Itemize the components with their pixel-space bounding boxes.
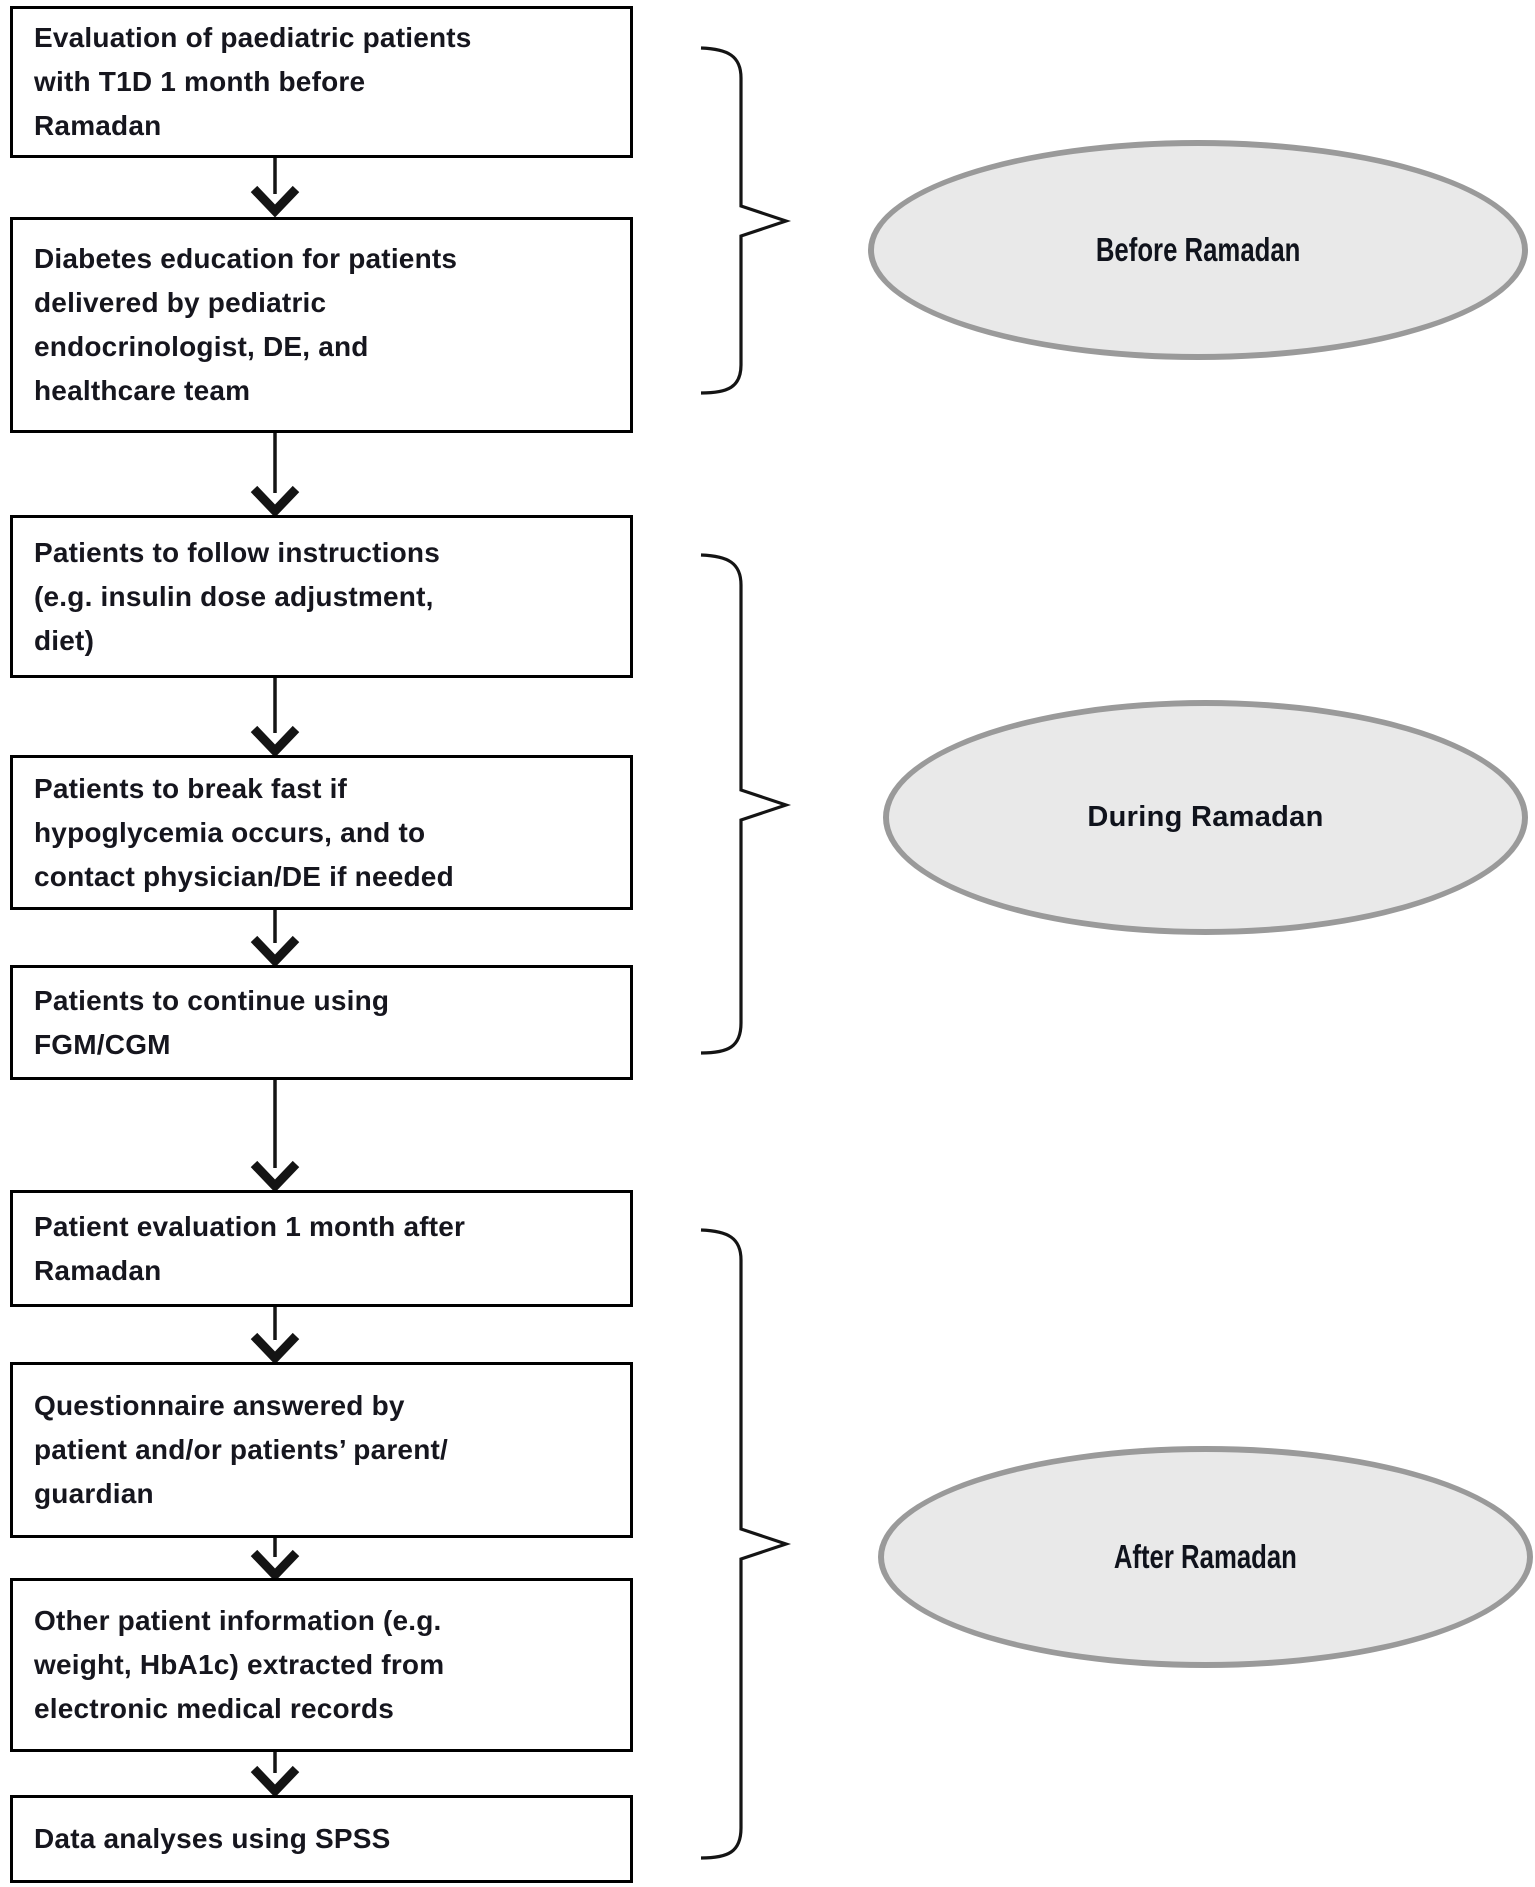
down-arrow-8 (250, 1752, 300, 1798)
step-text-line: with T1D 1 month before (34, 66, 366, 97)
brace-during-ramadan (700, 553, 792, 1055)
step-text-line: electronic medical records (34, 1693, 395, 1724)
step-box-2: Diabetes education for patients delivere… (10, 217, 633, 433)
step-text-line: contact physician/DE if needed (34, 860, 454, 892)
phase-label: After Ramadan (1113, 1538, 1298, 1575)
step-box-1: Evaluation of paediatric patients with T… (10, 6, 633, 158)
phase-label: Before Ramadan (1095, 231, 1301, 268)
step-text-line: Other patient information (e.g. (34, 1605, 442, 1636)
step-box-5: Patients to continue using FGM/CGM (10, 965, 633, 1080)
step-box-7: Questionnaire answered by patient and/or… (10, 1362, 633, 1538)
down-arrow-4 (250, 910, 300, 968)
down-arrow-3 (250, 678, 300, 758)
phase-label: During Ramadan (1087, 801, 1324, 833)
down-arrow-5 (250, 1080, 300, 1193)
step-box-6: Patient evaluation 1 month after Ramadan (10, 1190, 633, 1307)
phase-ellipse-during-ramadan: During Ramadan (883, 700, 1528, 935)
step-text-line: (e.g. insulin dose adjustment, (34, 580, 434, 612)
step-text-line: Diabetes education for patients (34, 243, 458, 274)
step-text-line: healthcare team (34, 375, 251, 406)
step-text-line: delivered by pediatric (34, 287, 327, 318)
step-box-4: Patients to break fast if hypoglycemia o… (10, 755, 633, 910)
step-text-line: patient and/or patients’ parent/ (34, 1434, 449, 1465)
step-text-line: Ramadan (34, 110, 162, 141)
down-arrow-7 (250, 1538, 300, 1582)
step-text-line: hypoglycemia occurs, and to (34, 816, 426, 848)
step-text-line: Patient evaluation 1 month after (34, 1210, 466, 1242)
phase-ellipse-after-ramadan: After Ramadan (878, 1446, 1533, 1668)
step-text-line: FGM/CGM (34, 1028, 171, 1060)
step-text-line: Questionnaire answered by (34, 1390, 405, 1421)
phase-ellipse-before-ramadan: Before Ramadan (868, 140, 1528, 360)
down-arrow-1 (250, 158, 300, 218)
step-box-8: Other patient information (e.g. weight, … (10, 1578, 633, 1752)
step-text-line: diet) (34, 624, 95, 656)
brace-after-ramadan (700, 1228, 792, 1860)
step-box-3: Patients to follow instructions (e.g. in… (10, 515, 633, 678)
step-text-line: Patients to continue using (34, 984, 390, 1016)
step-text-line: guardian (34, 1478, 154, 1509)
down-arrow-6 (250, 1307, 300, 1365)
step-text-line: Patients to follow instructions (34, 536, 440, 568)
step-text-line: Data analyses using SPSS (34, 1823, 391, 1854)
step-text-line: Evaluation of paediatric patients (34, 22, 472, 53)
step-text-line: Ramadan (34, 1254, 162, 1286)
step-text-line: weight, HbA1c) extracted from (34, 1649, 445, 1680)
step-box-9: Data analyses using SPSS (10, 1795, 633, 1883)
down-arrow-2 (250, 433, 300, 518)
brace-before-ramadan (700, 46, 792, 395)
step-text-line: Patients to break fast if (34, 772, 348, 804)
step-text-line: endocrinologist, DE, and (34, 331, 369, 362)
